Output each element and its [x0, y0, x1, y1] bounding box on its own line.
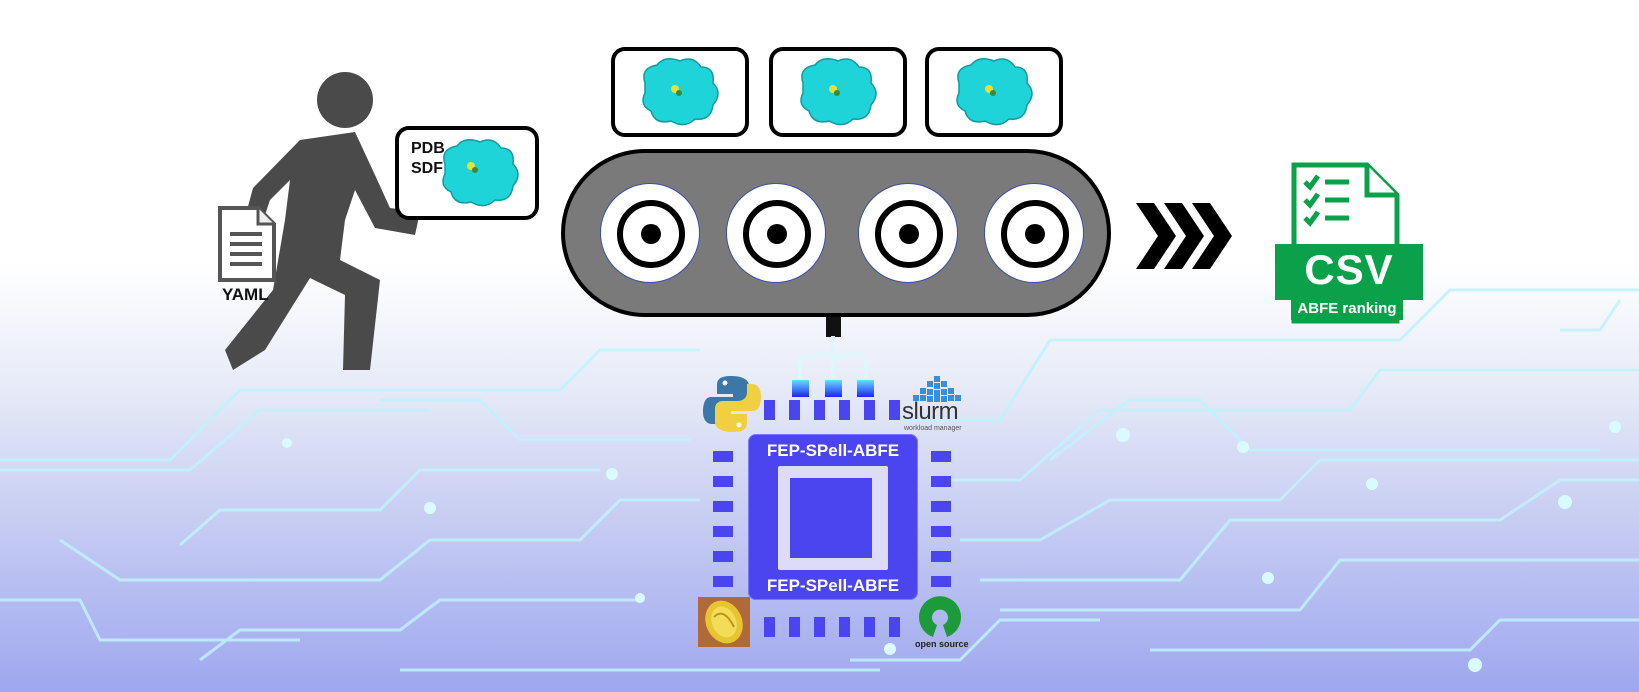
slurm-logo: slurm workload manager: [902, 376, 972, 436]
processor-chip: FEP-SPell-ABFE FEP-SPell-ABFE: [748, 434, 918, 600]
protein-icon: [642, 58, 719, 126]
slurm-label: slurm: [902, 398, 959, 425]
protein-box-2: [769, 47, 907, 137]
chip-input-pin: [857, 380, 874, 397]
document-icon: [218, 206, 276, 282]
protein-box-1: [611, 47, 749, 137]
chip-input-pin: [825, 380, 842, 397]
pdb-label: PDB: [411, 140, 445, 157]
protein-icon: [956, 58, 1033, 126]
chevron-right-icon: [1136, 203, 1232, 269]
person-walking-icon: [225, 72, 420, 370]
molecular-engine-icon: [698, 597, 750, 647]
belt-wheel: [726, 183, 826, 283]
python-logo-icon: [703, 376, 761, 432]
belt-wheel: [600, 183, 700, 283]
input-structure-box: PDB SDF: [395, 126, 539, 220]
chip-core: [778, 466, 888, 570]
protein-icon: [442, 139, 519, 207]
chip-bottom-label: FEP-SPell-ABFE: [766, 576, 900, 595]
protein-box-3: [925, 47, 1063, 137]
abfe-ranking-label: ABFE ranking: [1291, 297, 1403, 320]
open-source-logo: open source: [913, 595, 969, 651]
chip-top-label: FEP-SPell-ABFE: [766, 441, 900, 460]
belt-connector: [826, 317, 841, 337]
chip-connector-lines: [798, 336, 868, 378]
belt-wheel: [984, 183, 1084, 283]
open-source-icon: [919, 596, 961, 637]
protein-icon: [800, 58, 877, 126]
yaml-label: YAML: [222, 285, 269, 304]
conveyor-belt: [561, 149, 1111, 317]
belt-wheel: [858, 183, 958, 283]
slurm-dots-icon: [913, 376, 961, 402]
open-source-label: open source: [915, 639, 969, 649]
csv-banner: [1275, 244, 1423, 300]
csv-label: CSV: [1304, 246, 1394, 293]
chip-input-pin: [792, 380, 809, 397]
slurm-sub-label: workload manager: [904, 425, 962, 432]
sdf-label: SDF: [411, 160, 443, 177]
csv-output: CSV ABFE ranking: [1275, 162, 1423, 324]
